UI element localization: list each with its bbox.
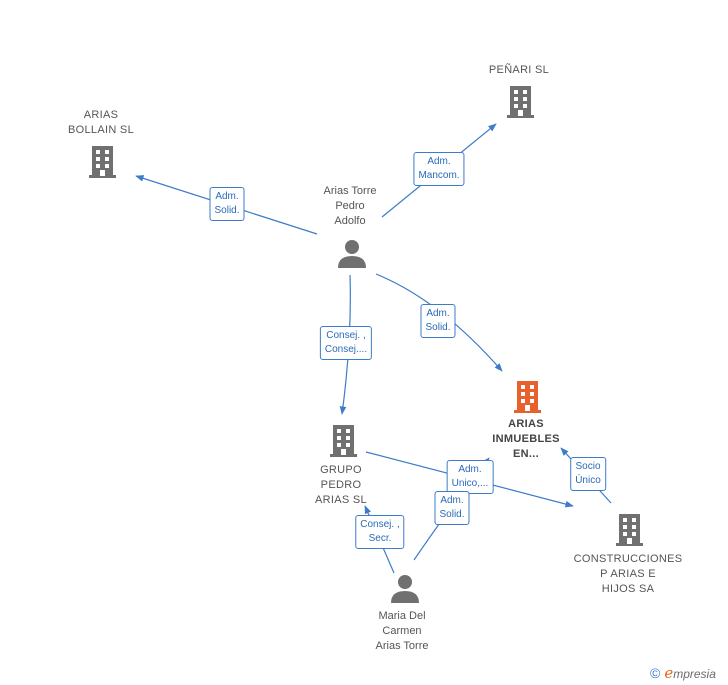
building-icon[interactable]: [613, 512, 646, 546]
building-icon[interactable]: [511, 379, 544, 413]
node-label-inmuebles[interactable]: ARIAS INMUEBLES EN...: [492, 418, 560, 460]
relation-label[interactable]: Adm. Solid.: [434, 491, 470, 525]
relation-label[interactable]: Adm. Unico,...: [446, 460, 494, 494]
node-label-maria[interactable]: Maria Del Carmen Arias Torre: [375, 610, 429, 652]
building-icon[interactable]: [327, 423, 360, 457]
copyright-icon: ©: [650, 665, 661, 681]
relation-label[interactable]: Consej. , Consej....: [319, 326, 373, 360]
person-icon[interactable]: [389, 573, 421, 605]
relation-label[interactable]: Adm. Mancom.: [413, 152, 465, 186]
node-label-penari[interactable]: PEÑARI SL: [488, 64, 550, 76]
brand-logo: ©empresia: [650, 664, 716, 682]
node-label-grupo[interactable]: GRUPO PEDRO ARIAS SL: [315, 464, 367, 506]
relation-label[interactable]: Adm. Solid.: [209, 187, 245, 221]
node-label-construcciones[interactable]: CONSTRUCCIONES P ARIAS E HIJOS SA: [573, 553, 683, 595]
node-label-pedro[interactable]: Arias Torre Pedro Adolfo: [323, 185, 377, 227]
relation-label[interactable]: Socio Único: [570, 457, 606, 491]
brand-name-first: e: [664, 664, 674, 682]
relation-label[interactable]: Consej. , Secr.: [355, 515, 405, 549]
relation-label[interactable]: Adm. Solid.: [420, 304, 456, 338]
building-icon[interactable]: [504, 84, 537, 118]
node-label-arias-bollain[interactable]: ARIAS BOLLAIN SL: [68, 109, 134, 136]
person-icon[interactable]: [336, 238, 368, 270]
brand-name-rest: mpresia: [673, 667, 716, 681]
building-icon[interactable]: [86, 144, 119, 178]
